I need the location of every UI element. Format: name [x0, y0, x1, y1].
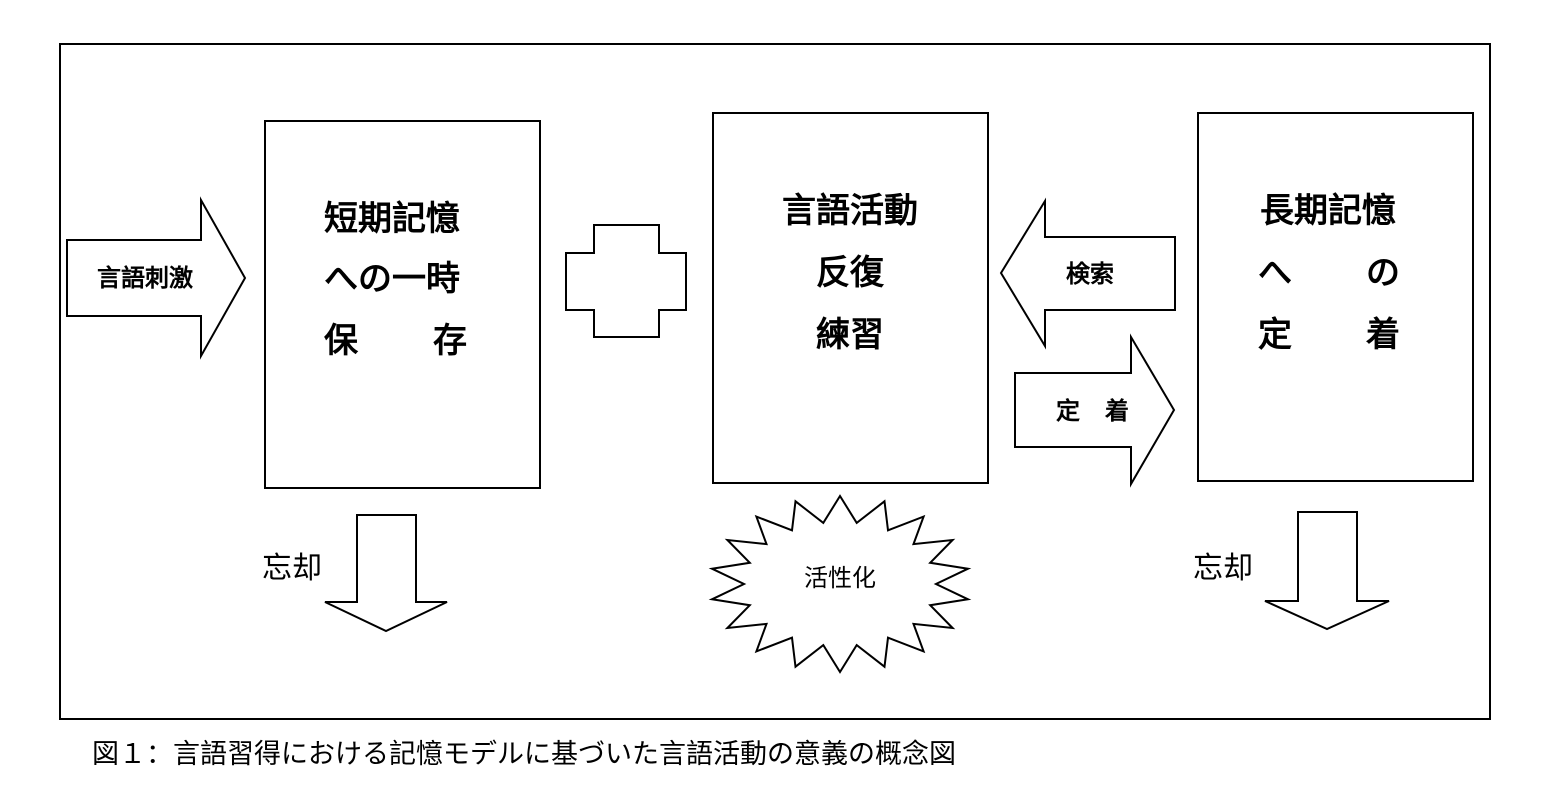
long-term-line-2b: の: [1366, 253, 1400, 293]
forget-label-right: 忘却: [1193, 551, 1253, 586]
long-term-line-1: 長期記憶: [1260, 191, 1396, 231]
input-arrow-label: 言語刺激: [97, 264, 193, 292]
short-term-memory-box: [264, 120, 541, 489]
retrieval-arrow: [999, 197, 1176, 350]
diagram-frame: [59, 43, 1491, 720]
forget-arrow-right: [1264, 511, 1390, 631]
retrieval-arrow-label: 検索: [1066, 260, 1114, 288]
fixation-arrow: [1014, 333, 1176, 488]
plus-sign: [565, 224, 687, 338]
activity-line-2: 反復: [816, 253, 885, 293]
input-arrow: [66, 196, 247, 360]
activity-line-1: 言語活動: [782, 191, 918, 231]
forget-label-left: 忘却: [262, 551, 322, 586]
short-term-line-1: 短期記憶: [324, 199, 460, 239]
forget-arrow-left: [324, 514, 448, 633]
burst-label: 活性化: [804, 564, 876, 592]
long-term-line-2a: へ: [1258, 253, 1292, 293]
long-term-line-3b: 着: [1365, 315, 1400, 355]
figure-caption: 図１：言語習得における記憶モデルに基づいた言語活動の意義の概念図: [92, 739, 956, 770]
long-term-line-3a: 定: [1258, 315, 1292, 355]
short-term-line-3b: 存: [433, 321, 467, 361]
activation-burst: [708, 494, 972, 674]
fixation-arrow-label-b: 着: [1105, 397, 1129, 425]
language-activity-box: [712, 112, 989, 484]
short-term-line-3a: 保: [324, 321, 359, 361]
short-term-line-2: への一時: [324, 259, 460, 299]
activity-line-3: 練習: [816, 315, 884, 355]
fixation-arrow-label-a: 定: [1056, 397, 1080, 425]
long-term-memory-box: [1197, 112, 1474, 482]
